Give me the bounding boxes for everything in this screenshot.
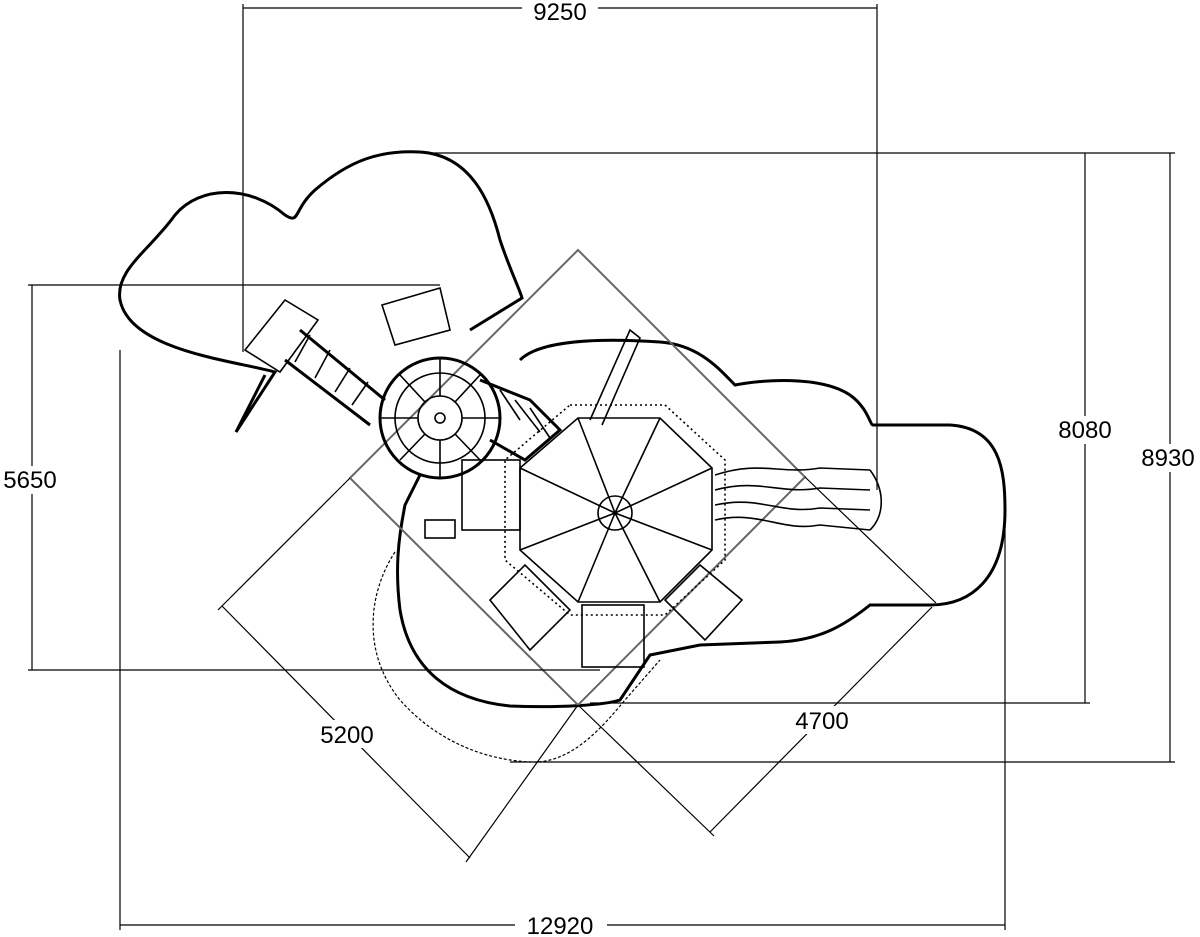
dimension-label-8080: 8080 [1058, 417, 1111, 444]
panel-west [461, 459, 521, 531]
platform-top [380, 286, 451, 346]
tube-slide [284, 328, 563, 480]
panel-south [581, 604, 645, 668]
dimension-diagonal-left: 5200 [217, 477, 579, 863]
dimension-bottom: 12920 [119, 350, 1006, 937]
octagon-deck [504, 404, 726, 616]
dimension-top: 9250 [242, 0, 878, 490]
safety-zone-left-bottom [234, 374, 267, 433]
safety-zone-dashed [372, 551, 661, 763]
panel-southeast [663, 563, 744, 642]
dimension-label-bottom: 12920 [527, 913, 594, 937]
dimension-left: 5650 [0, 284, 600, 671]
dimension-label-5650: 5650 [3, 467, 56, 494]
dimension-label-4700: 4700 [795, 708, 848, 735]
dimension-diagonal-right: 4700 [577, 476, 937, 837]
dimension-right-inner: 8080 [430, 152, 1120, 704]
safety-zone-right [396, 338, 1007, 709]
handle-west [424, 519, 456, 539]
dimension-label-5200: 5200 [320, 722, 373, 749]
wave-slide [714, 467, 882, 531]
dimension-label-8930: 8930 [1141, 445, 1194, 472]
dimension-label-top: 9250 [533, 0, 586, 26]
ladder-north [589, 328, 641, 426]
panel-southwest [488, 563, 572, 652]
dimension-right-outer: 8930 [510, 152, 1200, 763]
platform-left [243, 298, 320, 374]
safety-zone-left [118, 150, 524, 433]
